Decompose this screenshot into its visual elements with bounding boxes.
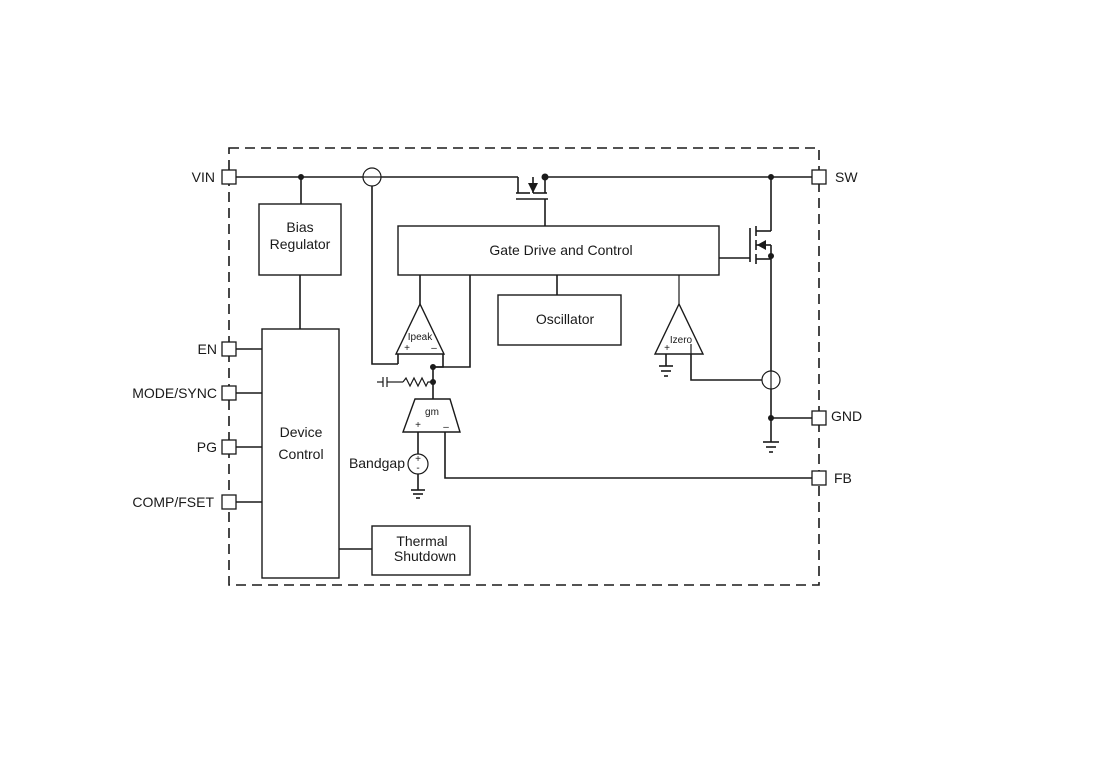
fb-pin-label: FB — [834, 470, 852, 486]
device-control-block — [261, 328, 340, 579]
gate-drive-label: Gate Drive and Control — [489, 242, 632, 258]
thermal-shutdown-block — [371, 525, 471, 576]
vin-pin-label: VIN — [192, 169, 215, 185]
high-side-mosfet-icon — [516, 173, 549, 226]
pg-pin — [221, 439, 237, 455]
izero-plus: + — [664, 343, 670, 354]
gate-to-comp-wire — [433, 275, 471, 368]
bandgap-plus: + — [415, 454, 421, 465]
gm-amplifier-icon — [402, 398, 461, 433]
gnd-pin — [811, 410, 827, 426]
en-pin — [221, 341, 237, 357]
ground-icon — [763, 441, 779, 453]
low-side-mosfet-icon — [719, 226, 774, 264]
gnd-pin-label: GND — [831, 408, 862, 424]
device-control-label-1: Device — [280, 424, 323, 440]
bias-regulator-label-2: Regulator — [270, 236, 331, 252]
fb-pin — [811, 470, 827, 486]
en-pin-label: EN — [198, 341, 217, 357]
izero-sense-wire — [690, 347, 762, 381]
izero-label: Izero — [670, 335, 693, 346]
bias-regulator-block — [258, 203, 342, 276]
fb-wire — [444, 432, 812, 479]
compensation-rc-icon — [377, 376, 433, 388]
sense-to-ipeak-wire — [371, 186, 398, 365]
bias-regulator-label-1: Bias — [286, 219, 313, 235]
oscillator-label: Oscillator — [536, 311, 595, 327]
comp-fset-pin-label: COMP/FSET — [132, 494, 214, 510]
sw-pin-label: SW — [835, 169, 858, 185]
ipeak-label: Ipeak — [408, 332, 433, 343]
thermal-shutdown-label-2: Shutdown — [394, 548, 456, 564]
ipeak-minus: – — [431, 343, 437, 354]
vin-rail — [236, 174, 518, 204]
ipeak-comparator-icon — [394, 302, 446, 355]
mode-sync-pin-label: MODE/SYNC — [132, 385, 217, 401]
gm-minus: – — [443, 422, 449, 433]
gm-plus: + — [415, 420, 421, 431]
comp-fset-pin — [221, 494, 237, 510]
vin-pin — [221, 169, 237, 185]
sw-pin — [811, 169, 827, 185]
bandgap-minus: - — [416, 463, 419, 474]
pg-pin-label: PG — [197, 439, 217, 455]
gate-drive-block — [397, 225, 720, 276]
device-control-label-2: Control — [278, 446, 323, 462]
ipeak-plus: + — [404, 343, 410, 354]
ground-icon — [659, 365, 673, 377]
sw-rail — [545, 174, 812, 226]
mode-sync-pin — [221, 385, 237, 401]
ic-boundary — [228, 147, 820, 586]
gm-label: gm — [425, 407, 439, 418]
thermal-shutdown-label-1: Thermal — [396, 533, 447, 549]
ground-icon — [411, 489, 425, 499]
izero-comparator-icon — [653, 302, 705, 355]
bandgap-label: Bandgap — [349, 455, 405, 471]
oscillator-block — [497, 294, 622, 346]
